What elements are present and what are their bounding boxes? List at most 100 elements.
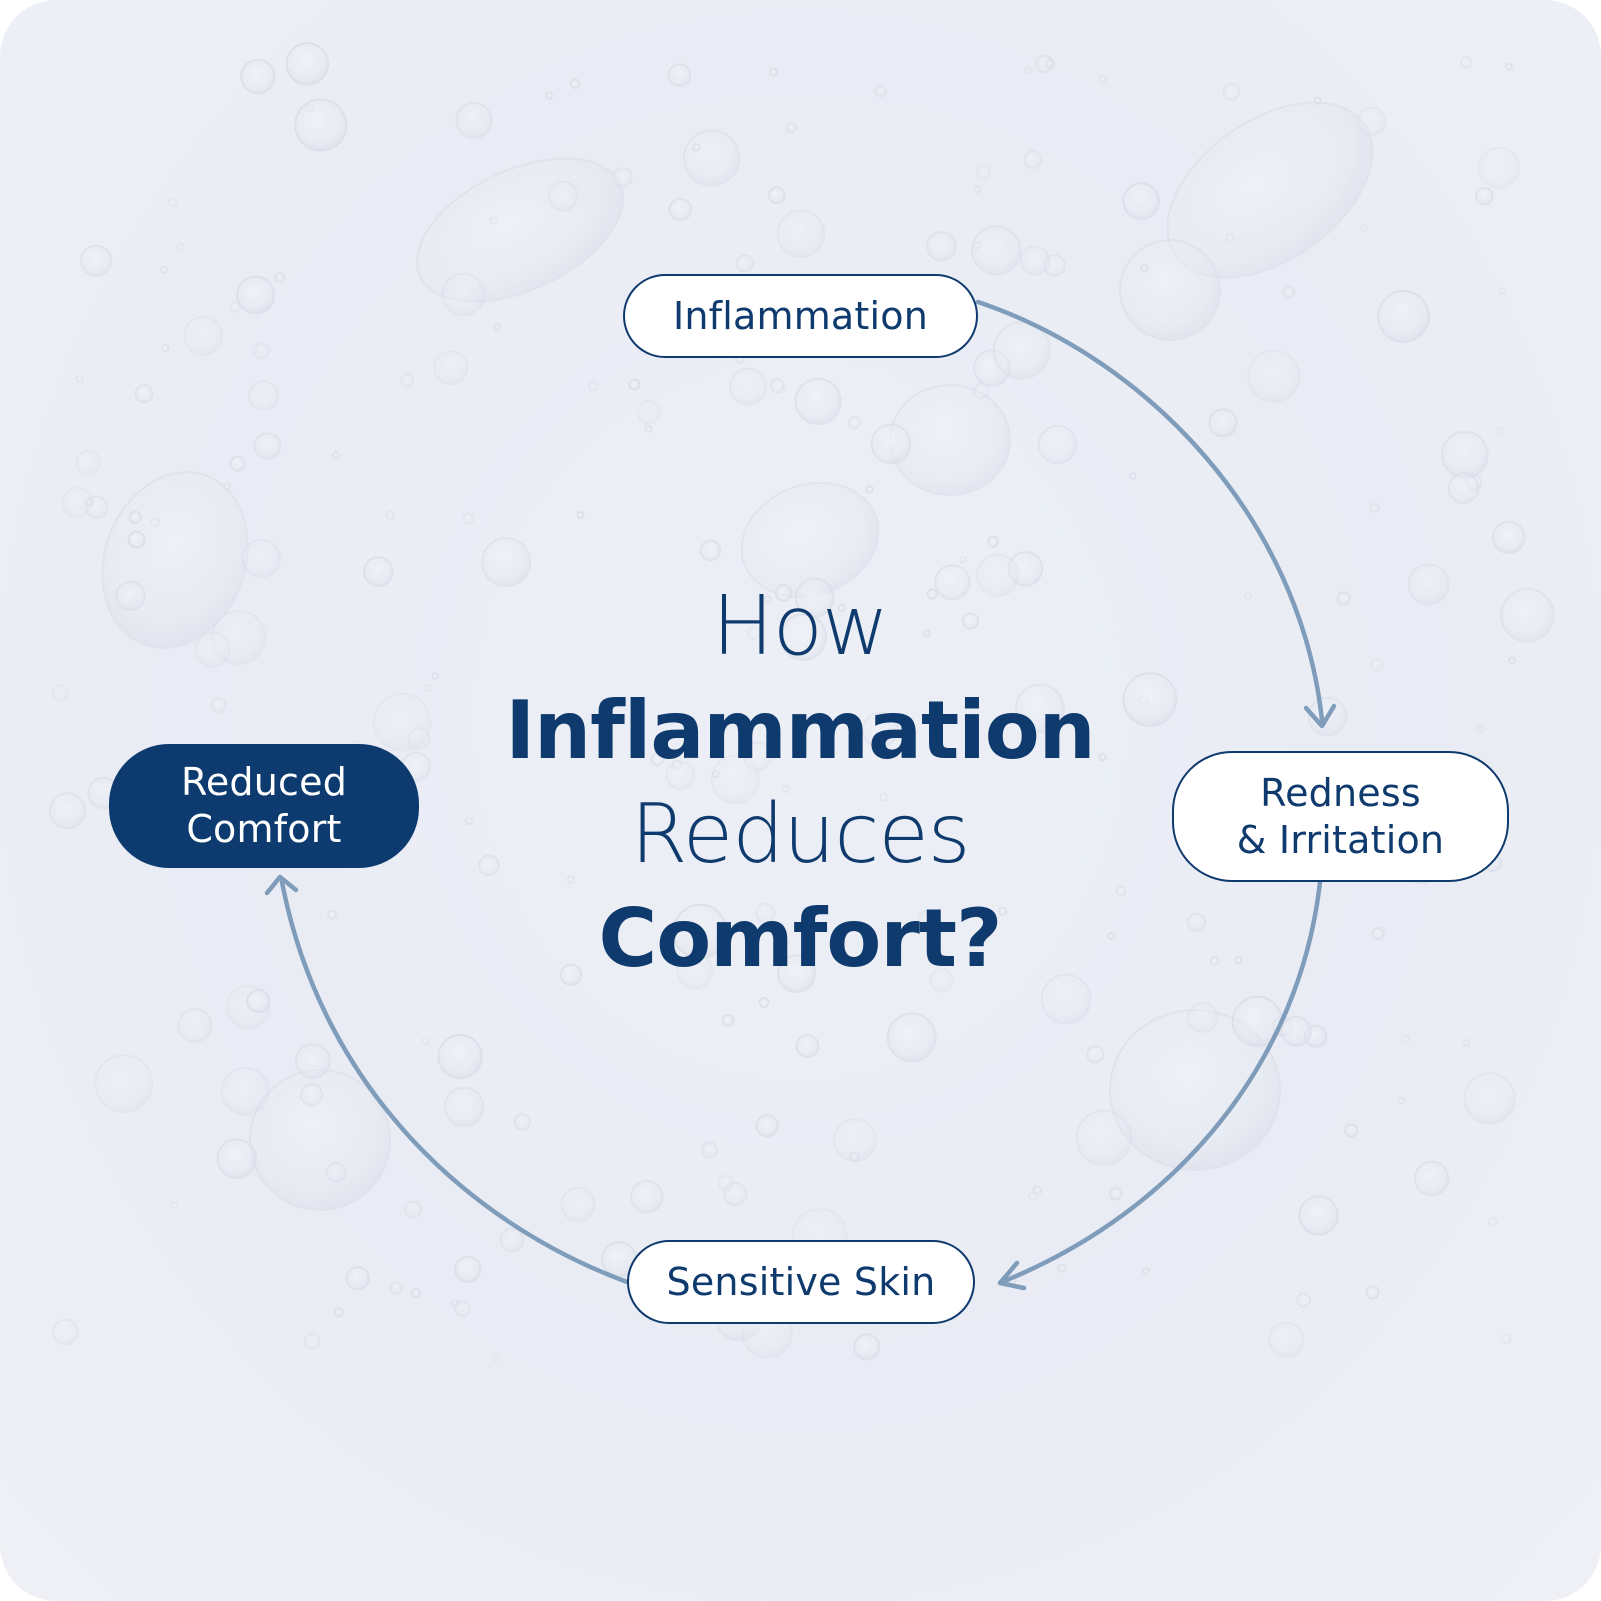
bubble bbox=[547, 180, 579, 212]
bubble bbox=[781, 784, 790, 794]
bubble bbox=[229, 455, 246, 472]
bubble bbox=[454, 1300, 471, 1317]
step-label: Inflammation bbox=[672, 293, 929, 338]
bubble bbox=[220, 1066, 270, 1116]
bubble bbox=[742, 741, 773, 772]
bubble bbox=[183, 316, 224, 356]
arrow-head-redness bbox=[1303, 703, 1337, 729]
bubble bbox=[1500, 1333, 1512, 1345]
bubble bbox=[252, 342, 270, 360]
bubble bbox=[650, 752, 665, 767]
bubble bbox=[327, 909, 338, 920]
bubble bbox=[48, 792, 87, 830]
bubble bbox=[404, 1200, 423, 1219]
bubble bbox=[168, 197, 178, 207]
bubble bbox=[1492, 520, 1526, 555]
step-label-line-2: & Irritation bbox=[1236, 817, 1445, 862]
bubble bbox=[1397, 1096, 1406, 1106]
bubble bbox=[160, 343, 170, 353]
bubble bbox=[454, 1255, 482, 1283]
bubble bbox=[692, 143, 701, 152]
bubble bbox=[975, 553, 1020, 598]
bubble bbox=[560, 1186, 596, 1223]
bubble bbox=[372, 692, 432, 752]
arrow-sensitive-to-reduced bbox=[279, 879, 630, 1285]
bubble bbox=[770, 378, 785, 394]
bubble bbox=[305, 104, 314, 113]
bubble bbox=[1359, 223, 1368, 233]
bubble bbox=[1463, 1072, 1516, 1125]
headline-line-comfort: Comfort? bbox=[598, 892, 1003, 985]
bubble bbox=[735, 254, 755, 273]
bubble bbox=[216, 1138, 257, 1179]
bubble bbox=[1108, 1187, 1123, 1201]
bubble bbox=[1032, 1185, 1043, 1196]
bubble bbox=[222, 482, 232, 491]
bubble bbox=[545, 91, 554, 100]
bubble bbox=[1344, 1123, 1359, 1138]
bubble bbox=[1057, 1263, 1067, 1273]
bubble bbox=[478, 854, 500, 877]
bubble bbox=[115, 580, 146, 612]
bubble bbox=[1247, 349, 1301, 404]
bubble bbox=[934, 564, 971, 601]
bubble bbox=[274, 272, 286, 284]
bubble bbox=[1371, 926, 1385, 941]
bubble bbox=[1187, 1001, 1219, 1033]
bubble bbox=[976, 164, 991, 180]
bubble bbox=[1107, 932, 1116, 941]
bubble bbox=[958, 555, 968, 564]
bubble bbox=[1098, 752, 1107, 762]
bubble bbox=[1356, 106, 1387, 137]
bubble bbox=[385, 510, 396, 520]
bubble bbox=[462, 512, 475, 525]
bubble bbox=[410, 1288, 421, 1299]
bubble bbox=[1313, 96, 1322, 105]
bubble bbox=[668, 197, 693, 222]
step-label-line-1: Reduced bbox=[180, 760, 348, 804]
bubble bbox=[1233, 956, 1243, 965]
bubble bbox=[758, 997, 770, 1009]
bubble bbox=[127, 530, 146, 549]
bubble bbox=[972, 382, 990, 400]
bubble bbox=[588, 380, 599, 391]
bubble bbox=[331, 451, 340, 460]
bubble bbox=[248, 380, 279, 412]
bubble bbox=[922, 629, 932, 638]
bubble bbox=[210, 697, 227, 714]
bubble bbox=[1028, 1191, 1038, 1202]
bubble bbox=[1487, 1216, 1498, 1227]
bubble bbox=[721, 1014, 735, 1027]
bubble bbox=[1504, 62, 1514, 71]
bubble bbox=[241, 538, 281, 579]
bubble bbox=[464, 816, 474, 826]
bubble bbox=[80, 244, 113, 277]
bubble bbox=[1140, 263, 1149, 273]
bubble bbox=[644, 425, 653, 433]
step-reduced-comfort: Reduced Comfort bbox=[109, 744, 419, 868]
headline-line-how: How bbox=[712, 579, 889, 674]
bubble bbox=[1336, 591, 1352, 606]
bubble bbox=[1280, 1015, 1312, 1047]
bubble bbox=[443, 1086, 485, 1128]
step-label-line-1: Redness bbox=[1260, 770, 1421, 815]
bubble bbox=[767, 186, 786, 205]
bubble bbox=[177, 1008, 213, 1043]
bubble bbox=[363, 556, 394, 587]
bubble bbox=[1225, 233, 1235, 243]
bubble bbox=[1243, 591, 1253, 600]
bubble bbox=[1365, 1285, 1380, 1300]
bubble bbox=[1186, 912, 1207, 932]
bubble bbox=[961, 612, 980, 630]
bubble bbox=[710, 754, 760, 805]
bubble bbox=[576, 510, 585, 520]
bubble bbox=[493, 323, 502, 332]
bubble bbox=[400, 373, 415, 388]
bubble bbox=[1023, 150, 1043, 170]
step-inflammation: Inflammation bbox=[623, 274, 978, 358]
bubble bbox=[795, 1034, 820, 1058]
bubble bbox=[240, 58, 276, 95]
